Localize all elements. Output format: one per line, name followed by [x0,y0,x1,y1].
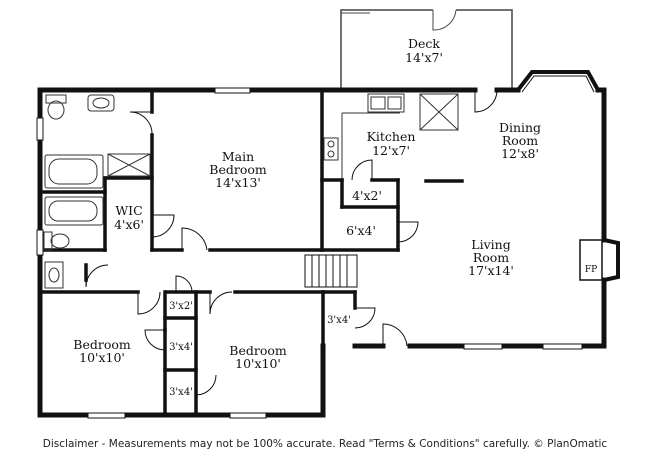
bay-window [516,70,600,93]
closet-3x4-right-size: 3'x4' [327,315,351,326]
exterior-walls [37,87,607,418]
main-bedroom-size: 14'x13' [215,175,261,190]
fireplace-label: FP [585,265,597,275]
kitchen-fixtures [323,93,459,178]
kitchen-name: Kitchen [367,129,416,144]
door-swings [85,89,498,396]
deck-outline [340,9,513,88]
dining-name2: Room [502,133,538,148]
dining-name: Dining [499,120,541,135]
closet-4x2-size: 4'x2' [352,188,382,203]
closet-6x4-size: 6'x4' [346,223,376,238]
windows [36,87,583,419]
main-bedroom-name: Main [222,149,254,164]
bedroom-left-name: Bedroom [73,337,131,352]
living-name2: Room [473,250,509,265]
deck-size: 14'x7' [405,50,443,65]
bath-fixtures [43,94,151,289]
dining-size: 12'x8' [501,146,539,161]
bedroom-mid-name: Bedroom [229,343,287,358]
closet-3x4-bottom-size: 3'x4' [169,387,193,398]
living-size: 17'x14' [468,263,514,278]
bedroom-left-size: 10'x10' [79,350,125,365]
stairs [304,254,358,288]
disclaimer: Disclaimer - Measurements may not be 100… [42,438,608,450]
fireplace [579,238,620,282]
deck-name: Deck [408,36,440,51]
main-bedroom-name2: Bedroom [209,162,267,177]
closet-3x4-hall-size: 3'x4' [169,342,193,353]
bedroom-mid-size: 10'x10' [235,356,281,371]
wic-size: 4'x6' [114,217,144,232]
kitchen-size: 12'x7' [372,143,410,158]
living-name: Living [471,237,510,252]
wic-name: WIC [115,203,142,218]
closet-3x2-size: 3'x2' [169,301,193,312]
